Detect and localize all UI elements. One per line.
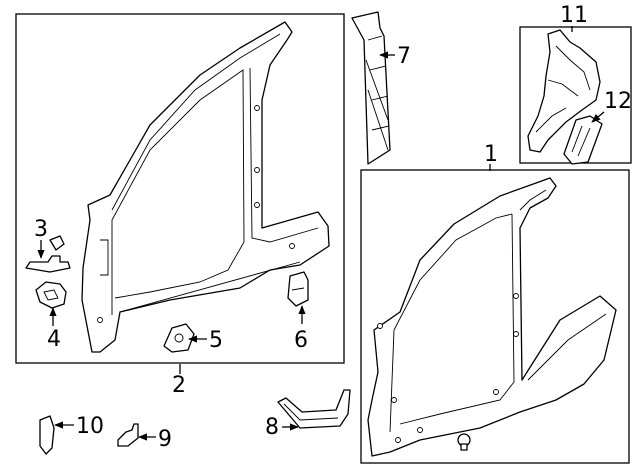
callout-5: 5 — [209, 328, 223, 353]
callout-12: 12 — [604, 89, 632, 114]
callout-2: 2 — [172, 373, 186, 398]
part-8-rail[interactable] — [277, 389, 351, 429]
part-5-reinforcement[interactable] — [163, 323, 195, 353]
part-2-frame — [15, 13, 345, 364]
part-11-pillar-reinforcement[interactable] — [527, 29, 601, 153]
callout-11: 11 — [560, 3, 588, 28]
callout-7: 7 — [397, 44, 411, 69]
part-6-bracket[interactable] — [287, 271, 309, 307]
callout-4: 4 — [47, 327, 61, 352]
part-4-bracket[interactable] — [35, 281, 67, 309]
part-12-patch[interactable] — [563, 115, 603, 165]
callout-6: 6 — [294, 328, 308, 353]
callout-8: 8 — [265, 415, 279, 440]
part-7-pillar-trim[interactable] — [351, 11, 391, 165]
callout-3: 3 — [34, 217, 48, 242]
callout-1: 1 — [484, 142, 498, 167]
part-1-clip[interactable] — [457, 433, 471, 451]
part-2-side-panel-outer[interactable] — [81, 21, 330, 353]
part-1-side-panel[interactable] — [367, 177, 617, 457]
part-1-frame — [360, 169, 630, 464]
part-3-bracket[interactable] — [25, 235, 71, 273]
callout-9: 9 — [158, 427, 172, 452]
part-9-bracket[interactable] — [117, 423, 139, 447]
callout-10: 10 — [76, 414, 104, 439]
part-10-bracket[interactable] — [39, 415, 55, 455]
